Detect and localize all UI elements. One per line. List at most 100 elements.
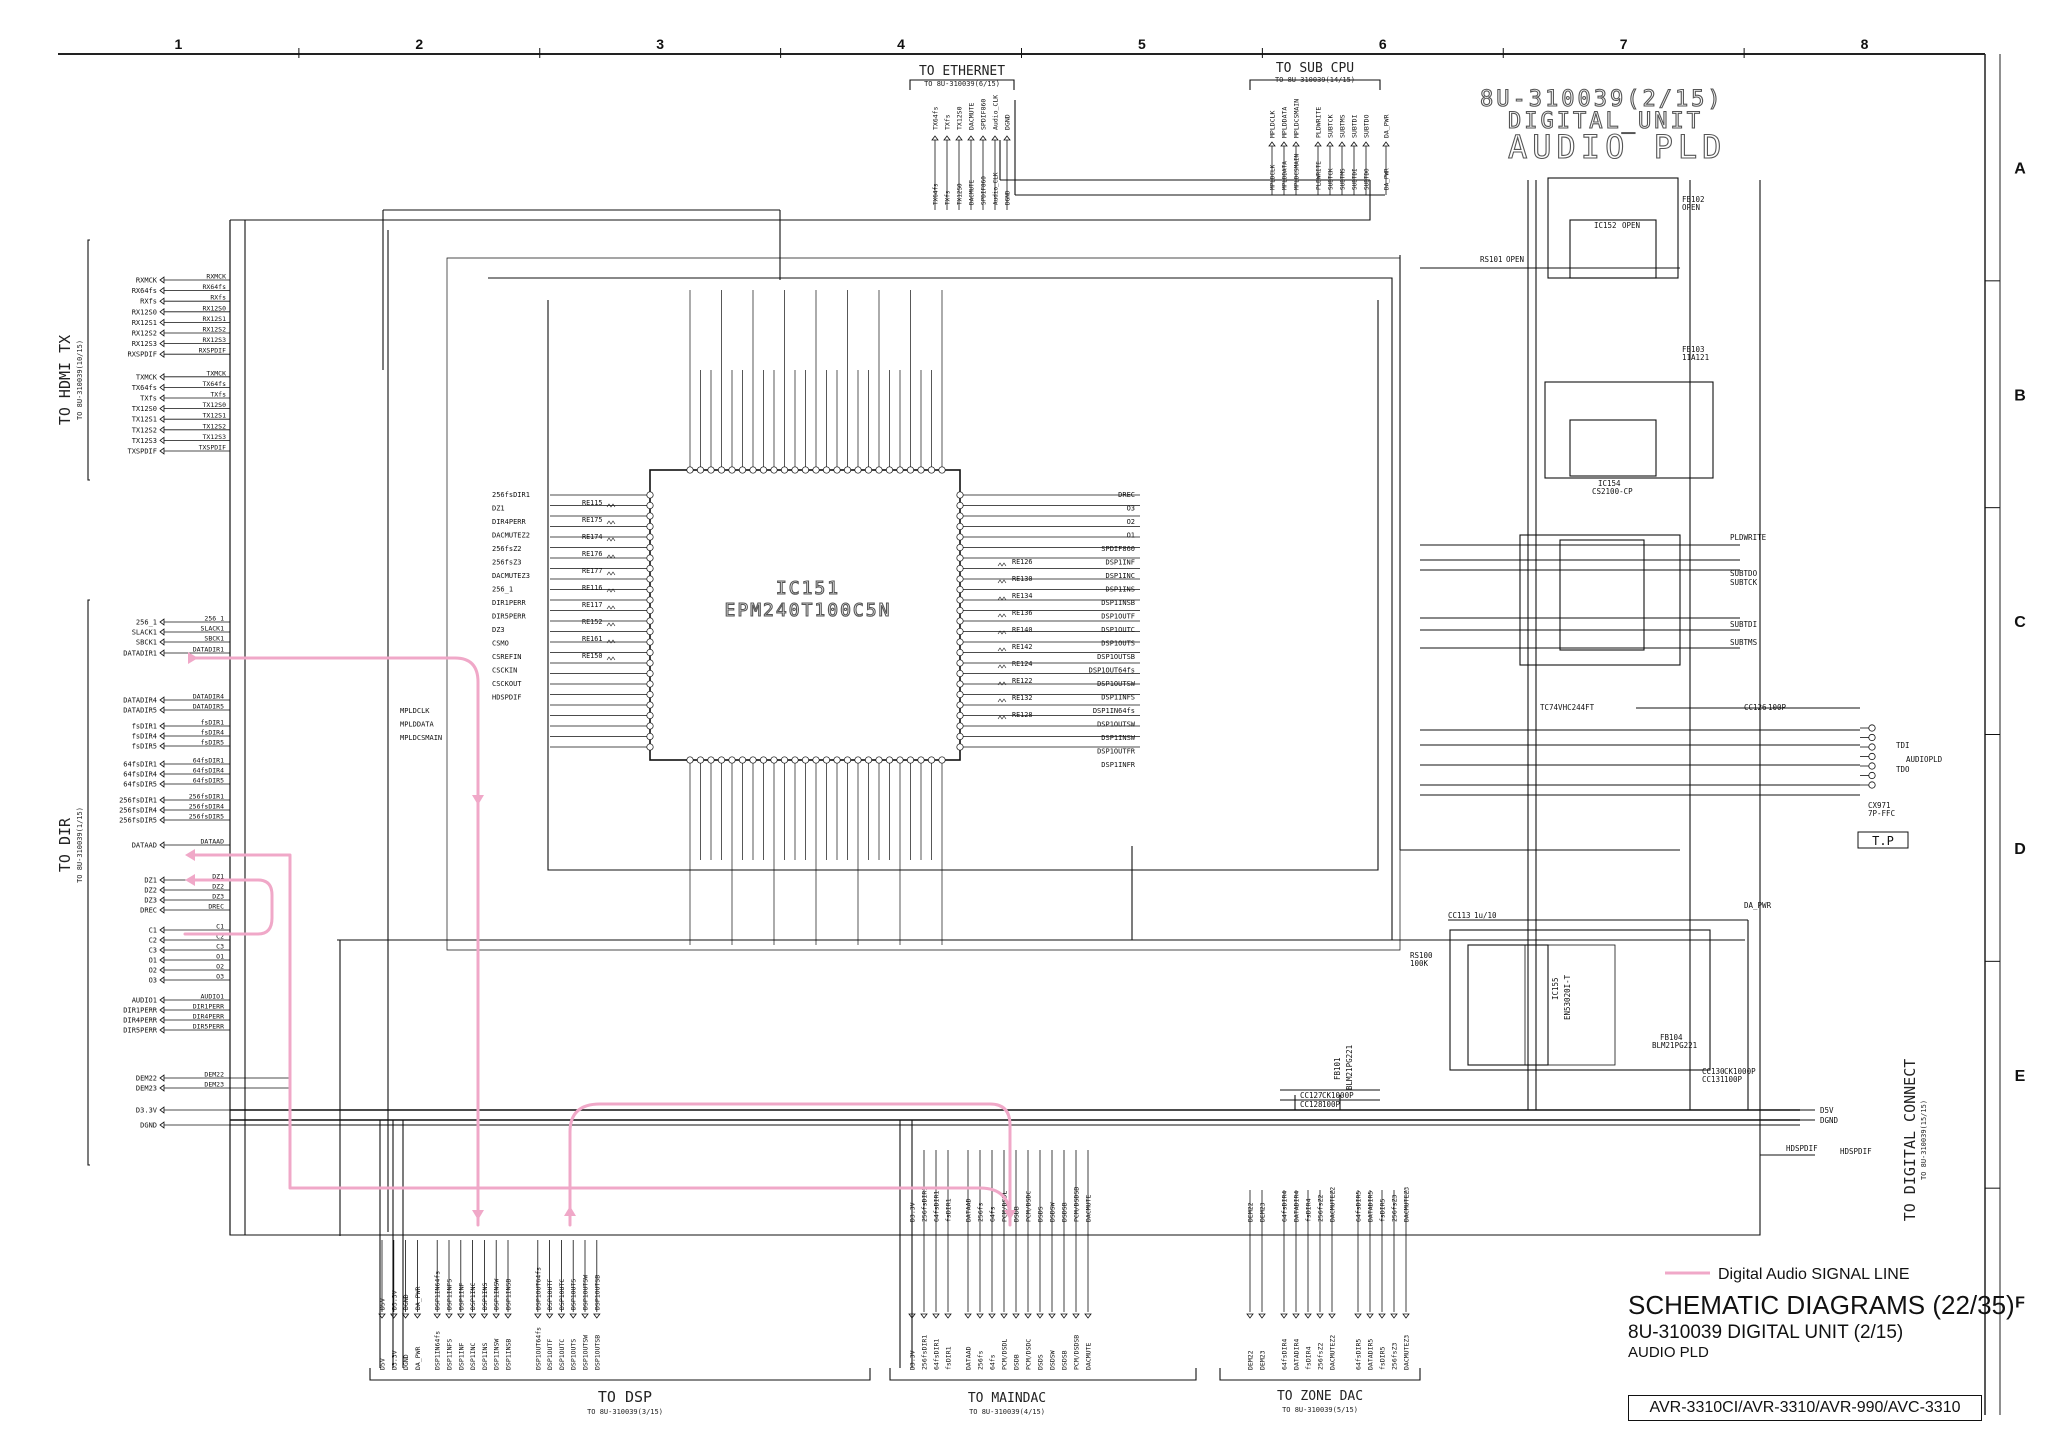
maindac-net-label: DSDS (1037, 1206, 1045, 1222)
zonedac-pin-label: DATADIR4 (1293, 1339, 1301, 1370)
column-label-7: 7 (1620, 36, 1628, 52)
pin-arrow (944, 1313, 952, 1319)
zonedac-net-label: 64fsDIR4 (1281, 1191, 1289, 1222)
pin-arrow (1304, 1313, 1312, 1319)
pin-arrow (159, 1084, 165, 1092)
pin-arrow (159, 339, 165, 348)
hdmi-net-label: RX64fs (203, 283, 227, 291)
dsp-pin-label: DSP1INS (481, 1343, 489, 1370)
pin-arrow (1060, 1313, 1068, 1319)
dsp-pin-label: DSP1INSB (505, 1339, 513, 1370)
zonedac-net-label: fsDIR5 (1379, 1198, 1387, 1222)
ic-pin (801, 466, 810, 474)
pin-arrow (1338, 141, 1346, 147)
ic152-ref: IC152 (1594, 221, 1617, 230)
hdmi-pin-label: TXfs (140, 395, 157, 403)
ic-pin (938, 466, 946, 474)
ic-pin (927, 466, 936, 474)
ic-pin (956, 564, 964, 573)
ic-pin (956, 491, 964, 499)
dsp-pin-label: DGND (402, 1354, 410, 1370)
subcpu-net-label: MPLDCLK (1270, 164, 1277, 190)
pin-arrow (1326, 141, 1334, 147)
zonedac-pin-label: 64fsDIR4 (1281, 1339, 1289, 1370)
subcpu-net-label: SUBTCK (1328, 168, 1335, 190)
ic-pin (738, 466, 747, 474)
hdmi-pin-label: TX12S1 (132, 416, 157, 424)
hdmi-net-label: TX12S0 (203, 401, 227, 409)
zonedac-pin-label: 256fsZ3 (1391, 1343, 1399, 1370)
ic-pin (646, 606, 654, 615)
zonedac-net-label: fsDIR4 (1305, 1198, 1313, 1222)
net-dgnd: DGND (1820, 1116, 1839, 1125)
pin-arrow (159, 841, 165, 849)
connector-titles: TO ETHERNET TO 8U-310039(6/15) TO SUB CP… (56, 61, 1928, 1416)
ic-pin (875, 756, 883, 764)
dsp-pin-label: DSP1OUTC (558, 1339, 566, 1370)
pin-arrow (159, 722, 165, 730)
ic155-ref: IC155 (1551, 977, 1560, 1000)
resistor-symbol (997, 630, 1007, 635)
ic-pin (956, 638, 964, 646)
pin-arrow (159, 956, 165, 964)
pin-arrow (159, 447, 165, 455)
pin-arrow (159, 906, 165, 914)
ethernet-pin-label: TXfs (944, 114, 952, 130)
pin-arrow (1024, 1313, 1032, 1319)
right-io-label: DSP1OUTFR (1097, 748, 1136, 756)
ic-pin (646, 501, 654, 510)
ic-pin (738, 756, 747, 764)
hdmi-pin-label: RX12S3 (132, 340, 157, 348)
pin-arrow (1258, 1313, 1266, 1319)
maindac-connector-pins: D3.3VD3.3V256fsDIR1256fsDIR164fsDIR164fs… (908, 1150, 1093, 1370)
hdmi-net-label: TX12S1 (203, 412, 227, 420)
left-io-label: 256fsDIR1 (492, 491, 530, 499)
resistor-symbol (997, 681, 1007, 686)
zonedac-net-label: DACMUTEZ3 (1403, 1187, 1411, 1222)
ic155-part: EN53020I-T (1563, 974, 1572, 1020)
zonedac-net-label: 256fsZ2 (1317, 1195, 1325, 1222)
pin-arrow (1390, 1313, 1398, 1319)
row-label-E: E (2015, 1068, 2026, 1085)
pin-arrow (159, 1121, 165, 1129)
ic154-ref: IC154 (1598, 479, 1621, 488)
subcpu-pin-label: MPLDCLK (1269, 111, 1277, 138)
pin-arrow (159, 649, 165, 657)
dir-pin-label: fsDIR5 (132, 743, 157, 751)
ic-pin (749, 756, 757, 764)
right-nets: PLDWRITE SUBTDO SUBTCK SUBTDI SUBTMS DA_… (1730, 533, 1872, 1156)
row-label-B: B (2014, 387, 2026, 404)
hdmi-pin-label: TXMCK (136, 373, 158, 381)
dir-net-label: 256fsDIR1 (189, 793, 224, 801)
board-name: 8U-310039(2/15) DIGITAL_UNIT AUDIO PLD (1479, 86, 1721, 166)
dsp-net-label: DSP1INFS (446, 1279, 454, 1310)
ic-pin (956, 512, 964, 520)
maindac-pin-label: PCM/DSDSB (1073, 1335, 1081, 1370)
maindac-net-label: 256fsDIR1 (921, 1187, 929, 1222)
ic-pin (646, 596, 654, 604)
dsp-pin-label: DSP1IN64fs (434, 1331, 442, 1370)
dir-net-label: O2 (216, 963, 224, 971)
ic-pin (646, 711, 654, 720)
ethernet-pin-label: TX64fs (932, 106, 940, 130)
left-io-label: 256fsZ2 (492, 545, 522, 553)
ic-pin (646, 575, 654, 583)
ic152-value: OPEN (1622, 221, 1640, 230)
zonedac-net-label: 256fsZ3 (1391, 1195, 1399, 1222)
row-label-D: D (2014, 841, 2026, 858)
pin-arrow (159, 946, 165, 954)
pin-arrow (1402, 1313, 1410, 1319)
dir-net-label: DZ2 (212, 883, 224, 891)
cx971-pin-tdi: TDI (1896, 741, 1910, 750)
right-resistor: RE128 (1012, 711, 1032, 719)
ic-pin (646, 491, 654, 499)
net-hdspdif-out: HDSPDIF (1840, 1147, 1872, 1156)
ic-pin (833, 756, 841, 764)
tp-label: T.P (1872, 834, 1894, 848)
dir-net-label: DATAAD (201, 838, 225, 846)
ic-pin (864, 466, 873, 474)
ic-pin (646, 533, 654, 541)
ic-pin (646, 701, 654, 709)
pin-arrow (920, 1313, 928, 1319)
